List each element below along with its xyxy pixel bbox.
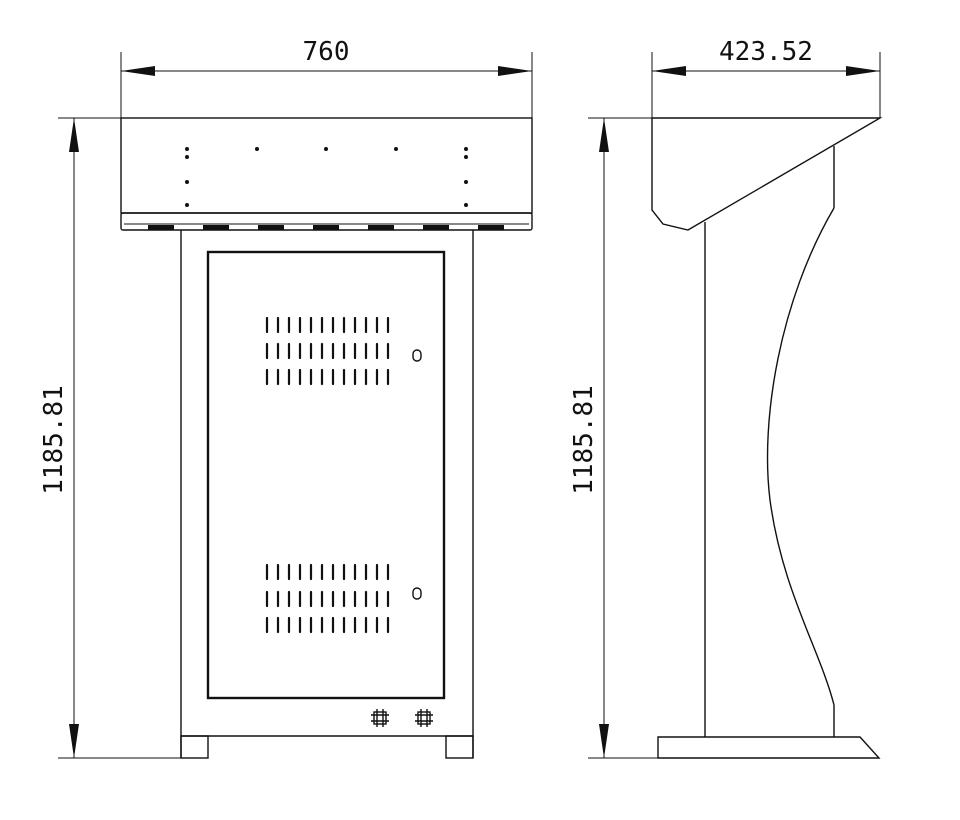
- port-icon-right: [415, 709, 433, 727]
- door-outline: [206, 250, 446, 700]
- console-top-panel: [120, 117, 533, 214]
- connector-ports: [371, 709, 433, 727]
- front-view: 760 1185.81: [39, 37, 533, 759]
- side-depth-dimension: 423.52: [651, 37, 881, 210]
- side-base-plate: [657, 736, 881, 759]
- console-top: [120, 117, 533, 231]
- side-height-dimension: 1185.81: [569, 117, 880, 759]
- arrow-bottom: [599, 724, 609, 758]
- arrow-bottom: [69, 724, 79, 758]
- vent-lower: [265, 563, 390, 634]
- arrow-right: [846, 66, 880, 76]
- vent-upper: [265, 316, 390, 386]
- foot-left: [180, 735, 209, 759]
- front-width-label: 760: [303, 37, 350, 67]
- bezel-tabs: [148, 225, 504, 230]
- screw-holes: [185, 147, 468, 207]
- front-height-label: 1185.81: [39, 385, 69, 495]
- arrow-top: [69, 118, 79, 152]
- cabinet-door: [206, 250, 446, 700]
- side-slanted-top: [651, 117, 883, 231]
- side-height-label: 1185.81: [569, 385, 599, 495]
- arrow-left: [652, 66, 686, 76]
- side-view: 423.52 1185.81: [569, 37, 883, 759]
- top-chamfer: [651, 209, 664, 225]
- lock-icon-upper: [412, 349, 422, 362]
- arrow-top: [599, 118, 609, 152]
- cabinet-body: [180, 230, 474, 759]
- arrow-right: [498, 66, 532, 76]
- side-depth-label: 423.52: [719, 37, 813, 67]
- front-height-dimension: 1185.81: [39, 117, 181, 759]
- lock-icon-lower: [412, 587, 422, 600]
- arrow-left: [121, 66, 155, 76]
- foot-right: [445, 735, 474, 759]
- front-width-dimension: 760: [120, 37, 533, 118]
- side-curved-front: [766, 207, 835, 706]
- port-icon-left: [371, 709, 389, 727]
